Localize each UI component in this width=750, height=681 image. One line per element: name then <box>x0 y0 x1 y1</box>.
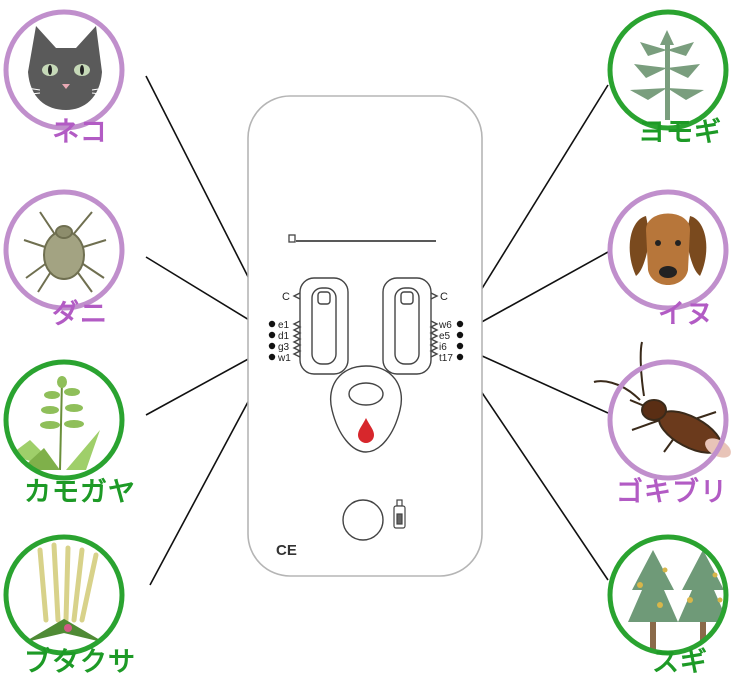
left-test-window <box>292 277 349 375</box>
right-test-window <box>382 277 439 375</box>
sample-well <box>330 365 402 453</box>
code-w1: w1 <box>277 353 291 364</box>
cat-icon <box>13 26 119 110</box>
code-g3: g3 <box>278 342 290 353</box>
label-cedar: スギ <box>652 647 708 678</box>
allergen-dog <box>607 189 729 311</box>
cedar-icon <box>628 550 726 650</box>
code-t17: t17 <box>439 353 453 364</box>
mite-icon <box>23 211 107 293</box>
code-w6: w6 <box>438 320 452 331</box>
buffer-bottle-icon <box>393 499 406 529</box>
blood-drop-icon <box>358 418 374 443</box>
code-i6: i6 <box>439 342 447 353</box>
code-e5: e5 <box>439 331 451 342</box>
allergen-cockroach <box>593 341 731 481</box>
mugwort-icon <box>630 30 704 120</box>
label-grass: カモガヤ <box>24 477 136 508</box>
cockroach-icon <box>593 341 731 458</box>
buffer-well <box>342 499 406 541</box>
code-e1: e1 <box>278 320 290 331</box>
label-mite: ダニ <box>52 299 108 330</box>
allergen-ragweed <box>3 534 125 656</box>
connector-dog <box>459 251 609 335</box>
allergen-mugwort <box>607 9 729 131</box>
control-label-right: C <box>440 291 448 303</box>
label-ragweed: ブタクサ <box>24 647 136 678</box>
test-device: C C e1 d1 g3 w1 w6 e5 i6 t17 <box>247 95 483 577</box>
connector-cockroach <box>459 345 609 414</box>
control-label-left: C <box>282 291 290 303</box>
connector-cedar <box>459 359 609 581</box>
ragweed-icon <box>29 542 99 641</box>
code-d1: d1 <box>278 331 290 342</box>
ce-mark: CE <box>276 542 297 559</box>
allergen-cat <box>3 9 125 131</box>
allergen-cedar <box>607 534 729 656</box>
connector-mugwort <box>459 84 609 325</box>
label-cockroach: ゴキブリ <box>616 477 728 508</box>
allergen-mite <box>3 189 125 311</box>
allergen-grass <box>3 359 125 481</box>
label-mugwort: ヨモギ <box>638 117 722 148</box>
label-strip <box>288 234 436 243</box>
label-cat: ネコ <box>52 117 108 148</box>
dog-icon <box>629 213 707 285</box>
label-dog: イヌ <box>658 299 714 330</box>
